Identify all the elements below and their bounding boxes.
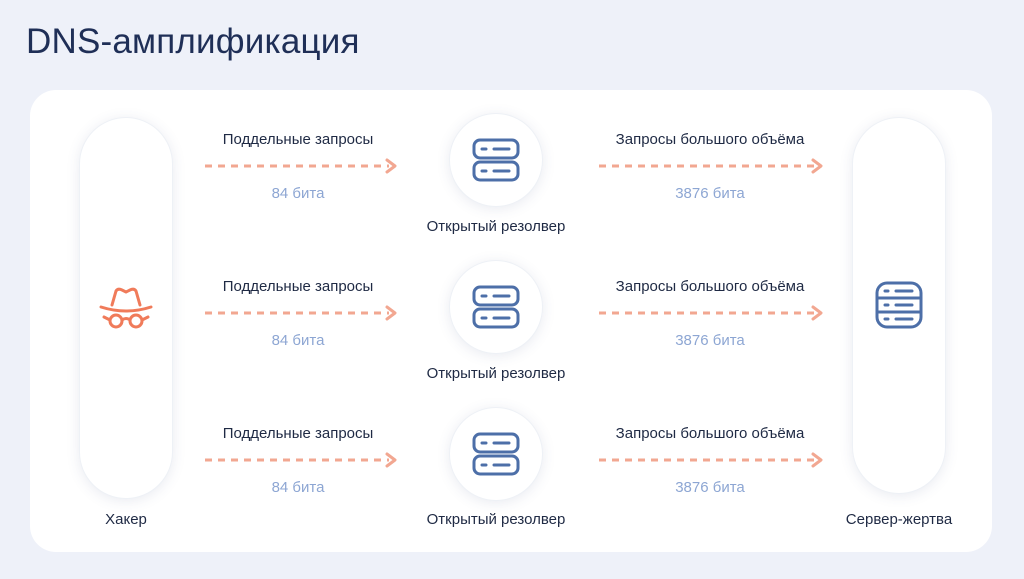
victim-label: Сервер-жертва — [845, 511, 953, 528]
server-icon — [472, 138, 520, 182]
hacker-incognito-icon — [96, 283, 156, 335]
response-label: Запросы большого объёма — [615, 131, 805, 148]
response-arrow — [599, 452, 823, 468]
attacker-label: Хакер — [105, 511, 147, 528]
request-size: 84 бита — [271, 332, 325, 349]
response-size: 3876 бита — [675, 332, 745, 349]
request-label: Поддельные запросы — [222, 278, 374, 295]
response-label: Запросы большого объёма — [615, 425, 805, 442]
resolver-circle — [450, 261, 542, 353]
server-icon — [472, 432, 520, 476]
page-title: DNS-амплификация — [26, 22, 360, 61]
resolver-circle — [450, 408, 542, 500]
request-size: 84 бита — [271, 185, 325, 202]
request-label: Поддельные запросы — [222, 131, 374, 148]
resolver-label: Открытый резолвер — [426, 365, 566, 382]
request-size: 84 бита — [271, 479, 325, 496]
request-arrow — [205, 452, 397, 468]
server-icon — [472, 285, 520, 329]
response-arrow — [599, 158, 823, 174]
response-label: Запросы большого объёма — [615, 278, 805, 295]
request-arrow — [205, 158, 397, 174]
response-size: 3876 бита — [675, 479, 745, 496]
server-rack-icon — [873, 279, 925, 331]
resolver-circle — [450, 114, 542, 206]
attacker-pill — [80, 118, 172, 498]
response-arrow — [599, 305, 823, 321]
response-size: 3876 бита — [675, 185, 745, 202]
request-label: Поддельные запросы — [222, 425, 374, 442]
resolver-label: Открытый резолвер — [426, 218, 566, 235]
request-arrow — [205, 305, 397, 321]
resolver-label: Открытый резолвер — [426, 511, 566, 528]
